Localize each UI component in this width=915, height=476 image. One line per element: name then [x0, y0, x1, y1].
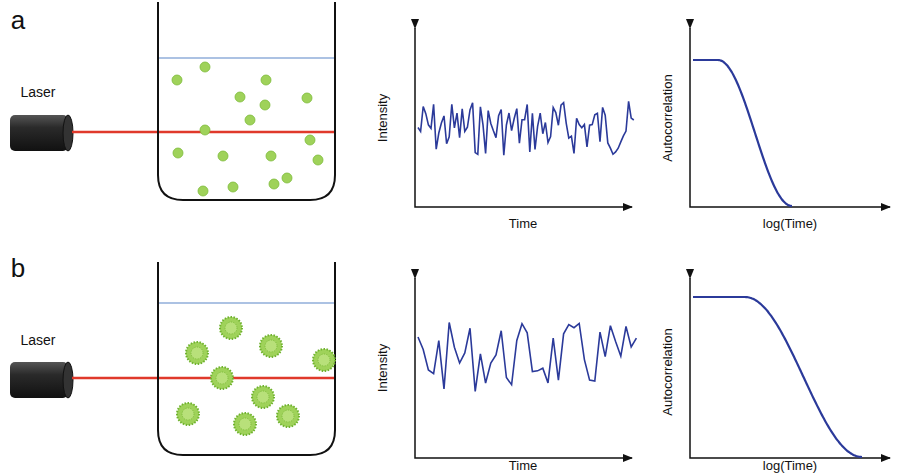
particle	[200, 62, 210, 72]
panel-letter: b	[11, 254, 25, 283]
particle	[211, 367, 233, 389]
particle	[305, 135, 315, 145]
particle	[277, 405, 299, 427]
device-label: Laser	[20, 85, 55, 100]
device-label: Laser	[20, 333, 55, 348]
panel-letter: a	[11, 6, 25, 35]
axis-title: Time	[509, 459, 537, 473]
plot-axes	[415, 28, 890, 458]
particle	[235, 92, 245, 102]
small-particles	[172, 62, 323, 196]
laser-beam	[72, 377, 335, 380]
axis-title: Autocorrelation	[661, 328, 675, 415]
axis-title: log(Time)	[763, 217, 817, 231]
particle	[260, 335, 282, 357]
particle	[186, 342, 208, 364]
particle	[261, 75, 271, 85]
particle	[198, 186, 208, 196]
cuvette	[158, 2, 335, 200]
particle	[172, 75, 182, 85]
particle	[266, 151, 276, 161]
axis-title: Intensity	[376, 344, 390, 392]
intensity-trace	[418, 322, 636, 391]
particle	[177, 403, 199, 425]
large-particles	[177, 317, 335, 435]
autocorrelation-curve	[693, 297, 862, 457]
signal-traces	[418, 60, 862, 457]
particle	[252, 386, 274, 408]
axis-title: Time	[509, 217, 537, 231]
autocorrelation-curve	[693, 60, 792, 206]
axis-title: log(Time)	[763, 459, 817, 473]
particle	[173, 148, 183, 158]
particle	[260, 100, 270, 110]
particle	[282, 173, 292, 183]
liquid-surface	[159, 57, 334, 58]
particle	[302, 93, 312, 103]
cuvette	[158, 262, 335, 455]
particle	[228, 182, 238, 192]
axis-title: Intensity	[376, 94, 390, 142]
particle	[313, 155, 323, 165]
particle	[220, 317, 242, 339]
intensity-trace	[418, 101, 634, 155]
laser-device	[10, 115, 73, 151]
particle	[269, 179, 279, 189]
particle	[234, 413, 256, 435]
liquid-surface	[159, 302, 334, 303]
particle	[245, 115, 255, 125]
particle	[218, 151, 228, 161]
axis-title: Autocorrelation	[661, 74, 675, 161]
particle	[313, 349, 335, 371]
laser-device	[10, 362, 73, 398]
particle	[200, 125, 210, 135]
